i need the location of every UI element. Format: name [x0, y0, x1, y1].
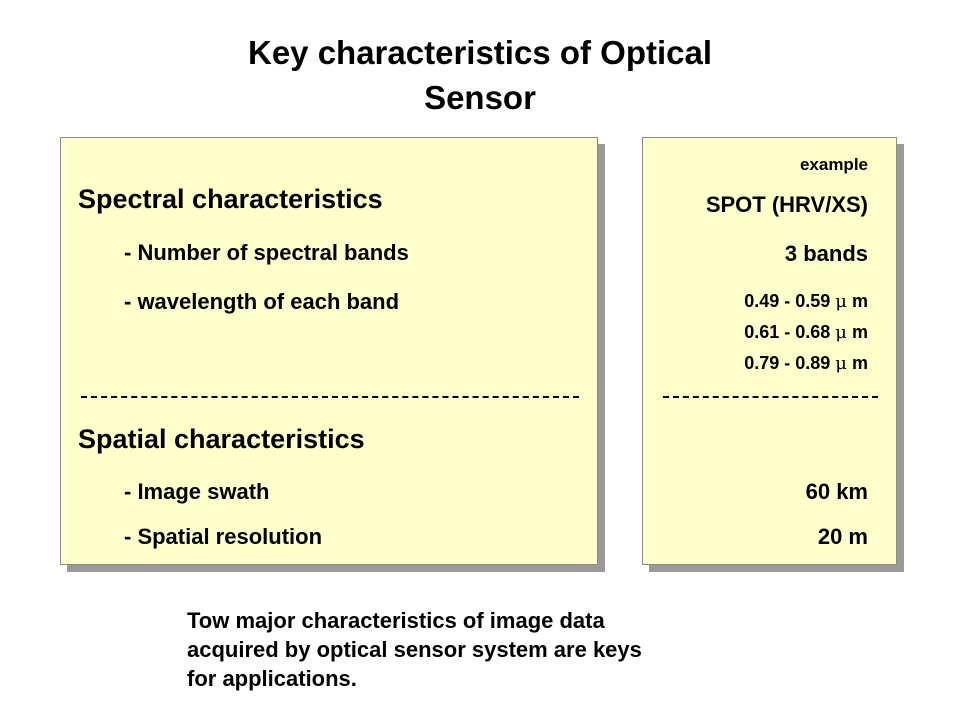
title-line-1: Key characteristics of Optical [247, 34, 713, 71]
band-count: 3 bands [784, 241, 868, 266]
micro-symbol: μ [835, 291, 847, 312]
wavelength-unit: m [851, 322, 868, 342]
wavelength-range-3: 0.79 - 0.89 μ m [744, 353, 868, 374]
wavelength-range-1: 0.49 - 0.59 μ m [744, 291, 868, 312]
spatial-item-swath: - Image swath [124, 479, 270, 504]
micro-symbol: μ [835, 353, 847, 374]
wavelength-value: 0.79 - 0.89 [744, 353, 831, 373]
characteristics-panel: Spectral characteristics - Number of spe… [60, 137, 598, 565]
summary-note: Tow major characteristics of image data … [187, 606, 787, 693]
wavelength-unit: m [851, 353, 868, 373]
wavelength-value: 0.61 - 0.68 [744, 322, 831, 342]
example-divider [663, 396, 878, 398]
spatial-item-resolution: - Spatial resolution [124, 524, 323, 549]
wavelength-unit: m [851, 291, 868, 311]
spectral-heading: Spectral characteristics [78, 184, 383, 214]
note-line-3: for applications. [187, 666, 357, 691]
example-label: example [799, 155, 868, 174]
wavelength-value: 0.49 - 0.59 [744, 291, 831, 311]
title-line-2: Sensor [424, 79, 536, 116]
note-line-2: acquired by optical sensor system are ke… [187, 637, 642, 662]
micro-symbol: μ [835, 322, 847, 343]
example-panel: example SPOT (HRV/XS) 3 bands 0.49 - 0.5… [642, 137, 897, 565]
resolution-value: 20 m [817, 524, 868, 549]
wavelength-range-2: 0.61 - 0.68 μ m [744, 322, 868, 343]
section-divider [81, 396, 579, 398]
spectral-item-wavelength: - wavelength of each band [124, 289, 400, 314]
sensor-name: SPOT (HRV/XS) [705, 192, 868, 217]
spectral-item-bands: - Number of spectral bands [124, 240, 409, 265]
page-title: Key characteristics of Optical Sensor [150, 30, 810, 120]
spatial-heading: Spatial characteristics [78, 424, 365, 454]
note-line-1: Tow major characteristics of image data [187, 608, 605, 633]
swath-value: 60 km [805, 479, 868, 504]
